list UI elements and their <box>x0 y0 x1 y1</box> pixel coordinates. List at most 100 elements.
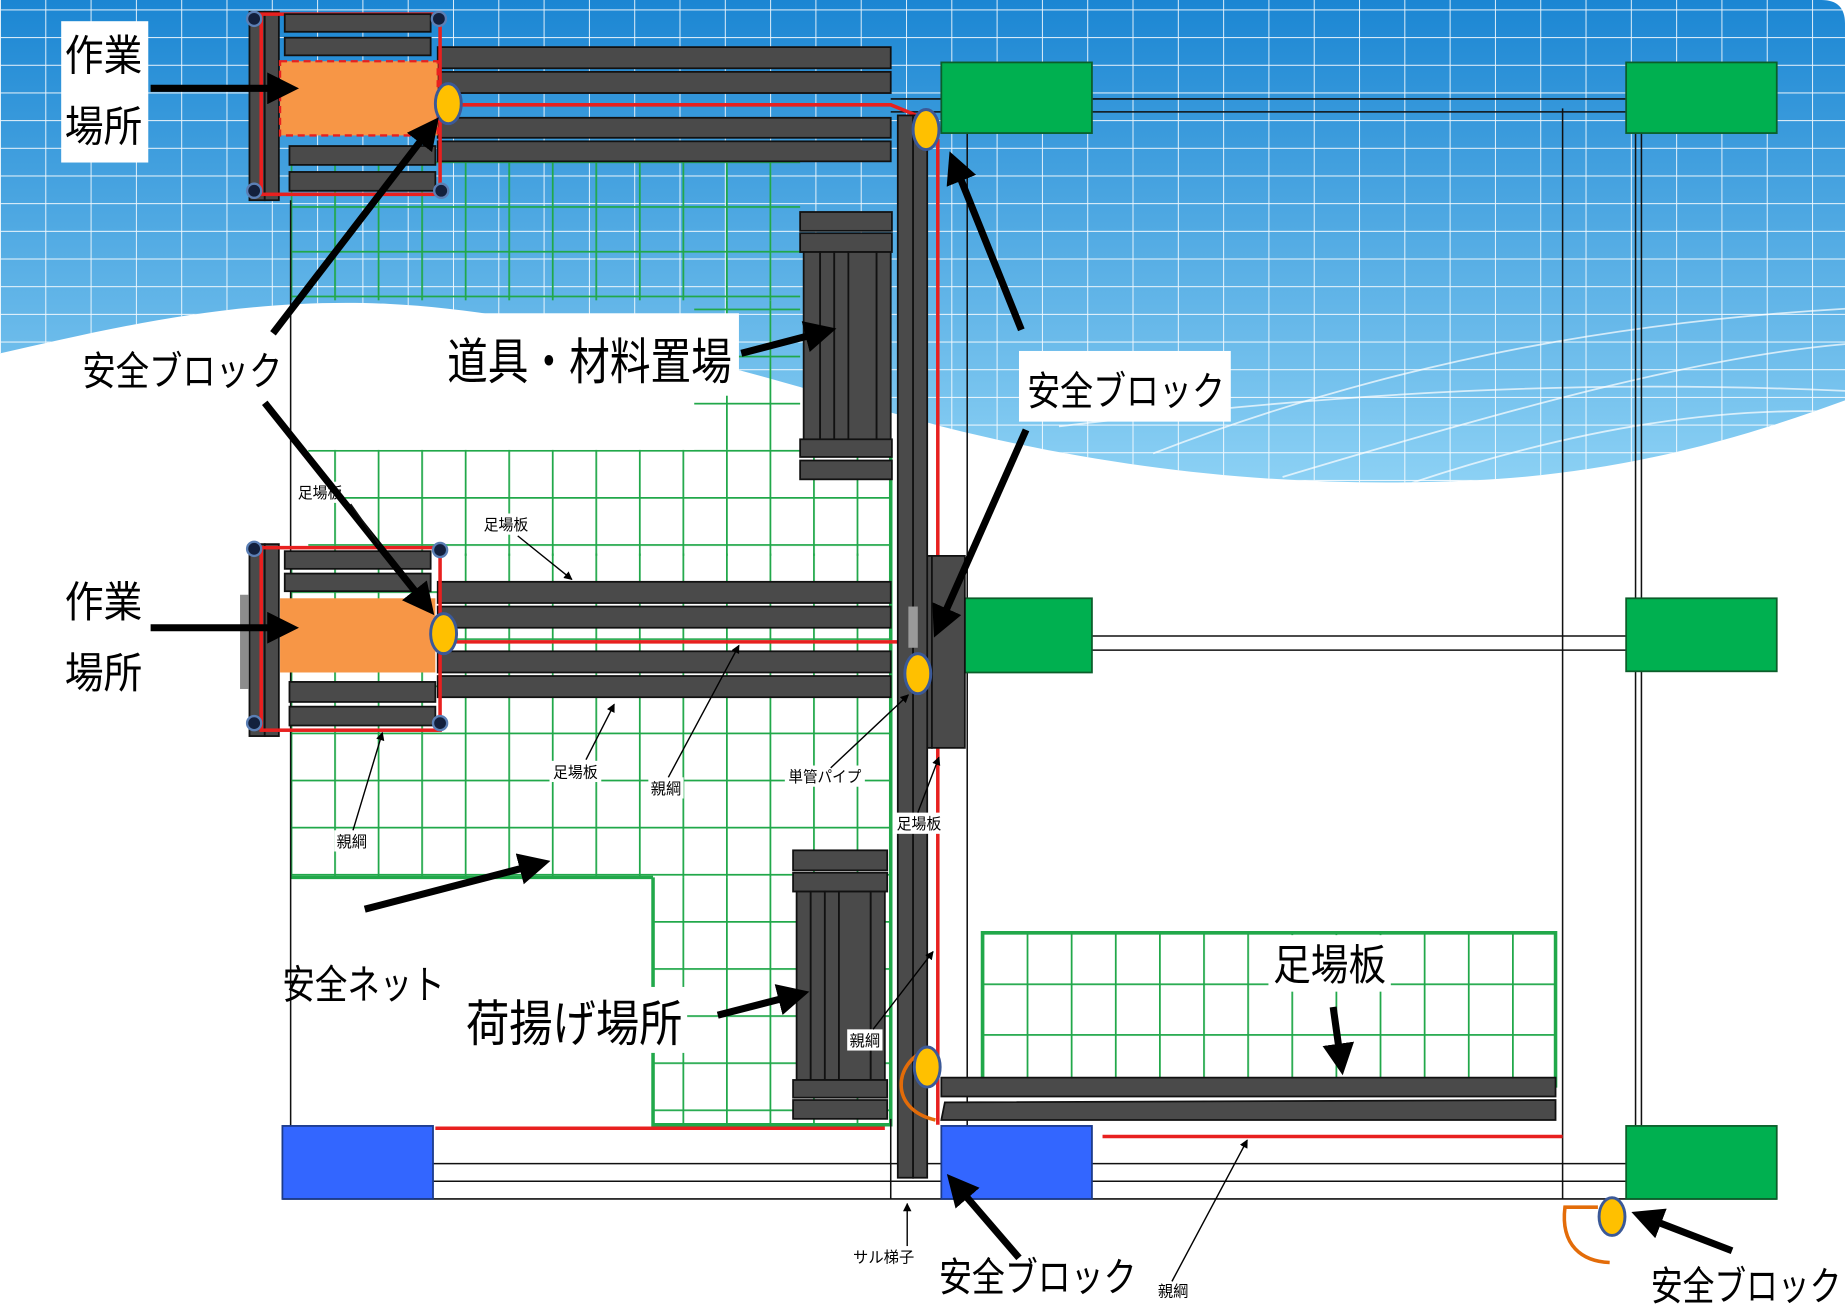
label-background <box>1268 935 1391 992</box>
scaffold-plank <box>869 890 886 1081</box>
safety-block-label: 安全ブロック <box>82 349 282 395</box>
safety-block-marker <box>429 612 459 656</box>
callout-single-pipe: 単管パイプ <box>788 768 862 786</box>
pointer-arrows <box>150 72 1734 1261</box>
leader-line <box>585 703 615 760</box>
central-column <box>896 114 966 1179</box>
safety-block-label: 安全ブロック <box>1651 1264 1842 1310</box>
scaffold-plank <box>436 605 892 629</box>
pillar-green <box>1625 61 1778 134</box>
anchor-point <box>245 540 263 558</box>
tool-storage-area <box>799 211 893 481</box>
work-area-zone <box>278 60 439 137</box>
callout-scaffold-board: 足場板 <box>484 516 529 534</box>
pillar-green <box>1625 597 1778 673</box>
safety-block-marker <box>912 1045 942 1089</box>
scaffold-plank <box>436 675 892 699</box>
scaffold-plank <box>833 251 850 442</box>
scaffold-plank <box>436 140 892 163</box>
label-background <box>648 777 684 799</box>
scaffold-plank <box>940 1099 1557 1121</box>
sky-streak <box>1152 307 1845 455</box>
safety-block-label: 安全ブロック <box>939 1255 1137 1301</box>
scaffold-plank <box>799 438 893 458</box>
leader-line <box>830 694 909 769</box>
scaffold-plank <box>875 251 892 442</box>
callout-lifeline: 親綱 <box>651 780 682 798</box>
pointer-arrow <box>740 321 837 357</box>
scaffold-plank <box>819 251 836 442</box>
pointer-arrow <box>946 151 1025 332</box>
scaffold-plank <box>288 681 437 703</box>
leader-line <box>352 731 385 831</box>
work-area-label-line2: 場所 <box>65 102 143 151</box>
scaffold-plank <box>283 36 432 57</box>
scaffold-plank <box>283 13 432 33</box>
work-area-zone <box>280 598 436 673</box>
pillar-green <box>1625 1125 1778 1200</box>
label-background <box>440 313 739 396</box>
safety-net-label: 安全ネット <box>282 963 444 1009</box>
safety-block-marker <box>1597 1196 1627 1237</box>
leader-line <box>1171 1139 1248 1282</box>
scaffold-plank <box>799 211 893 232</box>
work-area-label-line2: 場所 <box>65 649 143 698</box>
anchor-point <box>245 182 263 200</box>
callout-lifeline: 親綱 <box>337 833 368 851</box>
pointer-arrow <box>716 984 810 1019</box>
scaffold-plank <box>283 550 432 570</box>
lifeline-rope <box>437 103 924 120</box>
scaffold-plank <box>838 890 872 1081</box>
pointer-arrow <box>261 400 435 616</box>
pillar-blue <box>940 1125 1093 1200</box>
leader-line <box>872 950 934 1030</box>
scaffold-board-label: 足場板 <box>1273 941 1386 990</box>
safety-block-marker <box>903 652 933 696</box>
tool-storage-label: 道具・材料置場 <box>447 333 732 391</box>
vertical-pipe <box>263 543 280 737</box>
loading-area <box>792 849 889 1120</box>
label-background <box>549 760 602 783</box>
safety-block-marker <box>433 82 463 126</box>
safety-block-marker <box>911 108 941 152</box>
pillar-green <box>940 597 1093 674</box>
scaffold-plank <box>288 705 437 727</box>
label-background <box>893 812 945 834</box>
work-area-upper <box>245 10 892 202</box>
leader-line <box>667 644 740 778</box>
scaffold-plank <box>809 890 826 1081</box>
anchor-point <box>430 10 448 28</box>
scaffold-plank <box>436 580 892 604</box>
safety-block-label: 安全ブロック <box>1027 369 1225 415</box>
label-background <box>77 336 290 396</box>
scaffold-plank <box>823 890 840 1081</box>
scaffold-plank <box>792 849 889 872</box>
scaffold-plank <box>802 251 822 442</box>
leader-line <box>350 503 380 545</box>
scaffold-plank <box>792 871 889 893</box>
side-rail <box>240 594 249 689</box>
safety-net-middle <box>308 449 891 556</box>
label-background <box>334 830 370 852</box>
pillars <box>281 61 1778 1200</box>
anchor-point <box>431 541 449 559</box>
callout-lifeline: 親綱 <box>1158 1283 1189 1301</box>
scaffold-plank <box>288 145 437 166</box>
pointer-arrow <box>1322 1006 1355 1076</box>
single-pipe <box>908 606 918 648</box>
scaffold-plank <box>799 232 893 253</box>
label-background <box>461 986 688 1053</box>
scaffold-plank <box>795 890 812 1081</box>
label-background <box>847 1029 883 1051</box>
leader-line <box>517 535 573 580</box>
scaffold-plank <box>436 116 892 139</box>
scaffold-plank <box>288 171 437 192</box>
scaffold-plank <box>792 1099 889 1120</box>
anchor-point <box>245 714 263 732</box>
pointer-arrow <box>363 853 551 913</box>
safety-blocks <box>429 82 1627 1237</box>
scaffold-plank <box>940 1076 1557 1098</box>
pointer-arrow <box>270 117 439 336</box>
label-background <box>1018 350 1231 422</box>
pointer-arrow <box>932 428 1030 638</box>
